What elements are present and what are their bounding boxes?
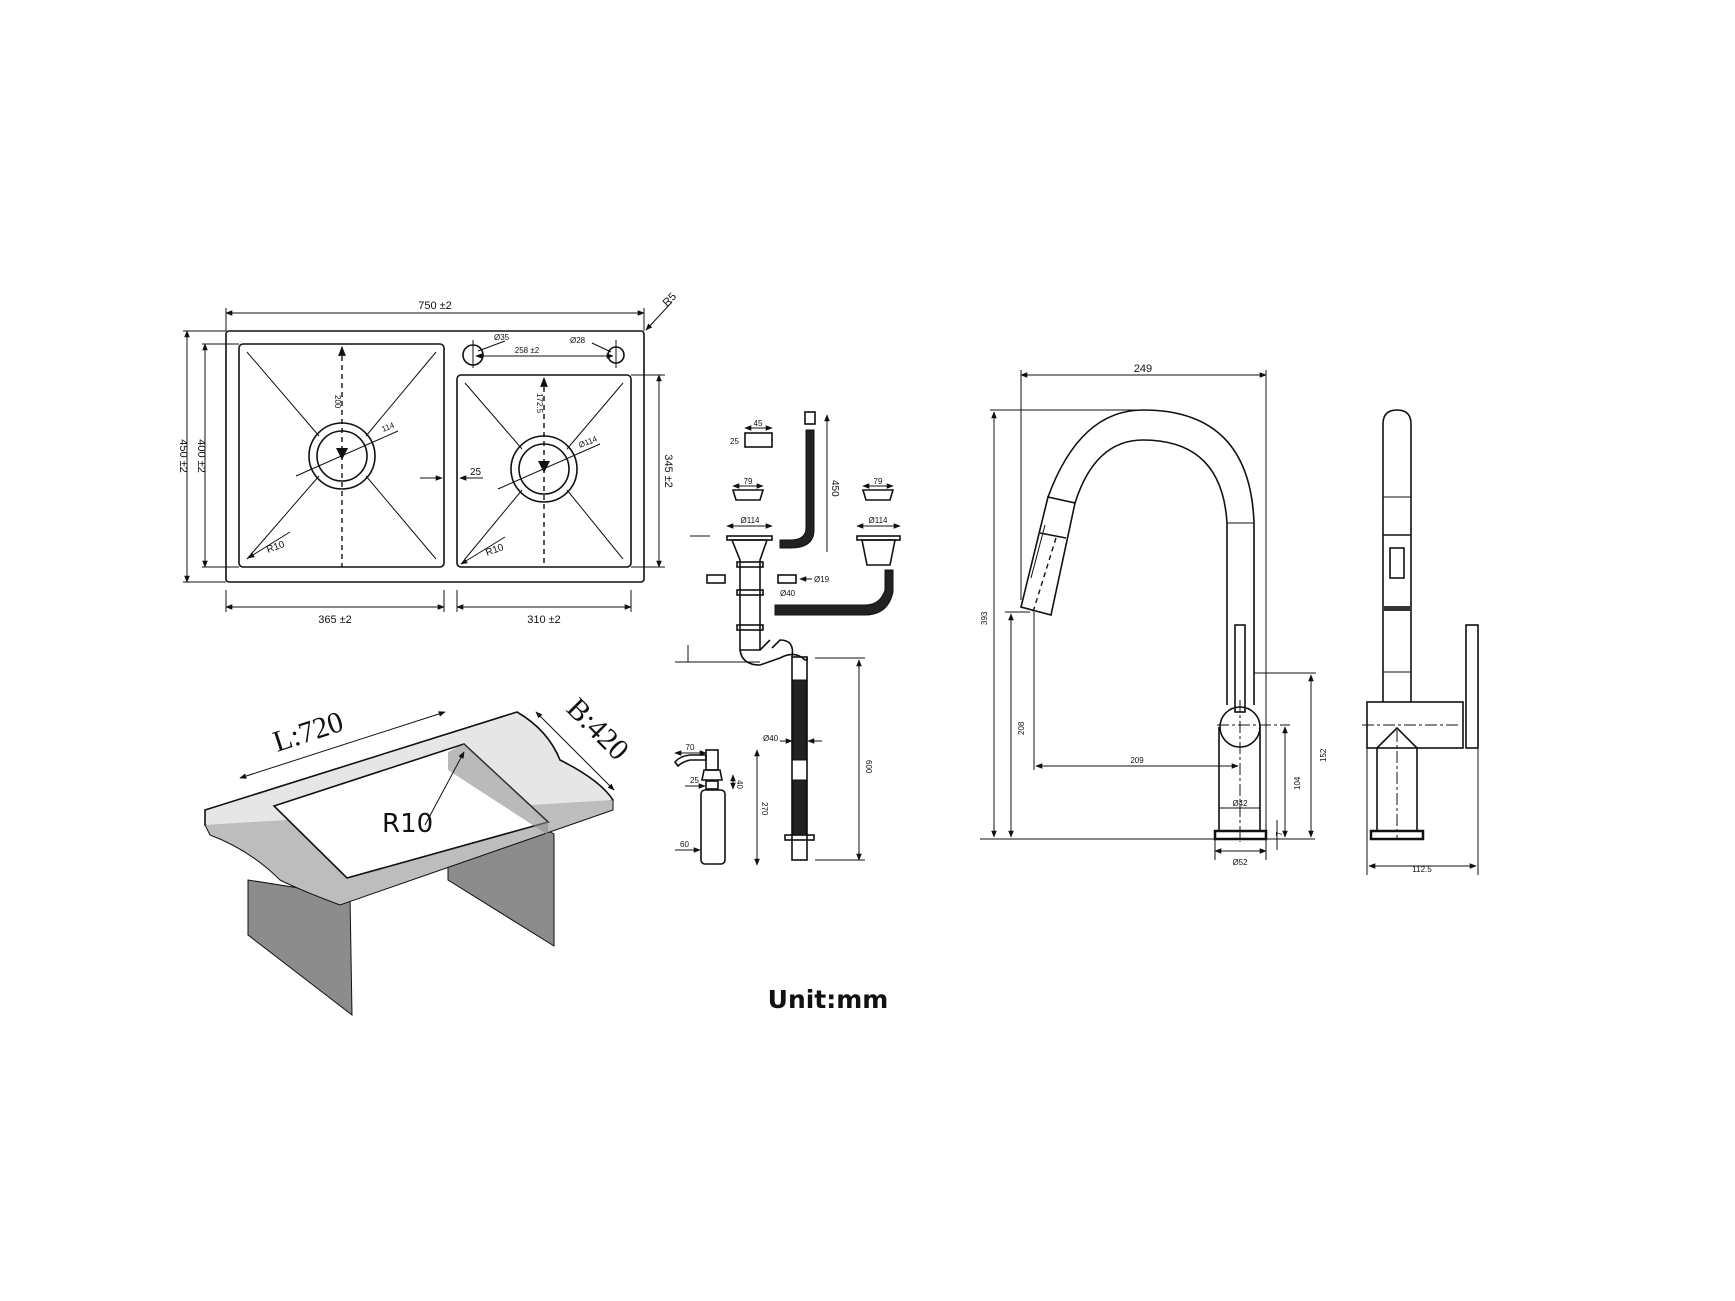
faucet-height: 393: [980, 611, 989, 625]
sink-outline: [225, 330, 645, 583]
faucet-reach: 249: [1134, 363, 1152, 375]
spout-reach: 209: [1130, 756, 1144, 765]
cutout-radius: R10: [382, 809, 433, 839]
soap-bottle: [700, 789, 726, 865]
soap-hole-dia: Ø28: [570, 336, 586, 345]
drain-kit: 45 25 450 79 Ø114 Ø19 Ø40 79 Ø114: [675, 411, 901, 861]
faucet-handle: [1234, 624, 1246, 713]
inlet-dia: Ø19: [814, 575, 830, 584]
side-width: 112.5: [1412, 865, 1432, 874]
cutout-width: B:420: [560, 692, 635, 767]
hole-spacing: 258 ±2: [515, 346, 540, 355]
left-flange-dia: Ø114: [741, 516, 761, 525]
right-bowl-radius: R10: [484, 542, 505, 559]
left-drain-offset: 200: [333, 395, 342, 409]
faucet-front-view: 249 393 208 209 104 152 7 Ø42 Ø52: [980, 363, 1328, 867]
body-dia: Ø42: [1232, 799, 1248, 808]
dim-right-bowl-depth: 345 ±2: [662, 454, 674, 488]
spout-height: 208: [1017, 721, 1026, 735]
body-height: 152: [1319, 748, 1328, 762]
dim-right-bowl-width: 310 ±2: [527, 614, 561, 626]
dim-left-bowl-depth: 400 ±2: [195, 439, 207, 473]
base-thickness: 7: [1275, 831, 1284, 836]
overflow-cover: [744, 432, 773, 448]
cutout-length: L:720: [269, 705, 347, 759]
right-bowl: [456, 374, 632, 568]
tail-length: 600: [864, 760, 873, 774]
divider-width: 25: [470, 467, 482, 478]
pull-out-head: [1020, 496, 1076, 616]
tail-dia: Ø40: [763, 734, 779, 743]
right-drain-dia: Ø114: [577, 434, 598, 450]
left-drain-dia: 114: [380, 421, 396, 434]
dispenser-spout: 70: [686, 743, 695, 752]
soap-dispenser: 70 25 40 270 60: [673, 743, 769, 866]
overflow-width: 45: [754, 419, 763, 428]
dim-overall-width: 750 ±2: [418, 300, 452, 312]
corner-radius: R5: [661, 291, 679, 309]
connecting-hose: [774, 569, 894, 616]
dispenser-neck: 25: [690, 776, 699, 785]
side-handle: [1465, 624, 1479, 749]
faucet-side-view: 112.5: [1362, 409, 1479, 875]
overflow-hose-length: 450: [829, 480, 840, 497]
right-flange-dia: Ø114: [869, 516, 889, 525]
tap-hole-dia: Ø35: [494, 333, 510, 342]
overflow-hose: [779, 429, 815, 549]
left-bowl-radius: R10: [265, 539, 286, 556]
overflow-height: 25: [730, 437, 739, 446]
unit-label: Unit:mm: [768, 985, 889, 1014]
dim-left-bowl-width: 365 ±2: [318, 614, 352, 626]
dispenser-height: 270: [760, 802, 769, 816]
right-basket-dia: 79: [874, 477, 883, 486]
countertop-cutout-view: L:720 B:420 R10: [204, 692, 635, 1017]
sink-top-view: 750 ±2 450 ±2 400 ±2 345 ±2 365 ±2 310 ±…: [177, 291, 679, 626]
dim-overall-depth: 450 ±2: [177, 439, 189, 473]
tail-pipe: [792, 679, 807, 761]
dispenser-bottle-dia: 60: [680, 840, 689, 849]
faucet-spout: [1047, 409, 1255, 705]
handle-height: 104: [1293, 776, 1302, 790]
right-drain-offset: 172.5: [535, 393, 544, 414]
branch-dia: Ø40: [780, 589, 796, 598]
base-dia: Ø52: [1232, 858, 1248, 867]
left-basket-dia: 79: [744, 477, 753, 486]
dispenser-thread: 40: [735, 780, 744, 789]
